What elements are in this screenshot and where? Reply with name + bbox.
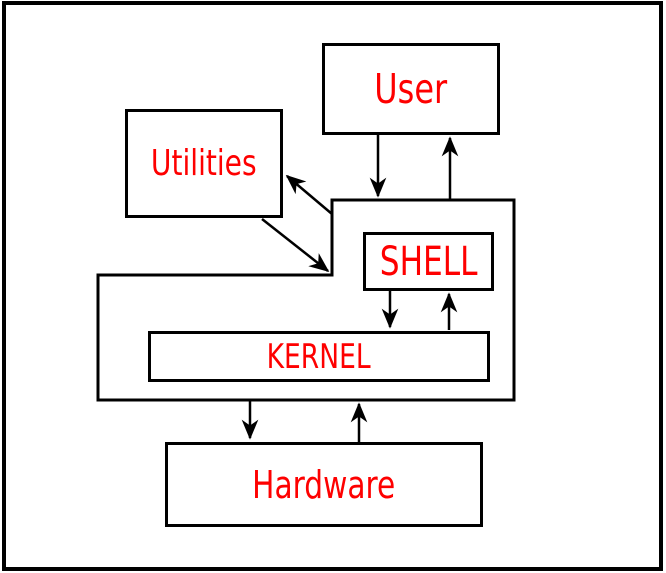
node-user: User [322, 43, 500, 135]
arrow-utilities-to-shell-container [261, 218, 330, 273]
arrow-shell-container-to-utilities [285, 174, 333, 215]
node-shell: SHELL [363, 232, 494, 291]
node-kernel: KERNEL [148, 331, 490, 382]
node-hardware-label: Hardware [252, 462, 396, 507]
node-shell-label: SHELL [379, 238, 478, 285]
node-utilities: Utilities [125, 109, 283, 218]
node-kernel-label: KERNEL [267, 336, 371, 377]
node-hardware: Hardware [165, 442, 483, 527]
node-user-label: User [374, 64, 448, 113]
node-utilities-label: Utilities [151, 142, 257, 184]
